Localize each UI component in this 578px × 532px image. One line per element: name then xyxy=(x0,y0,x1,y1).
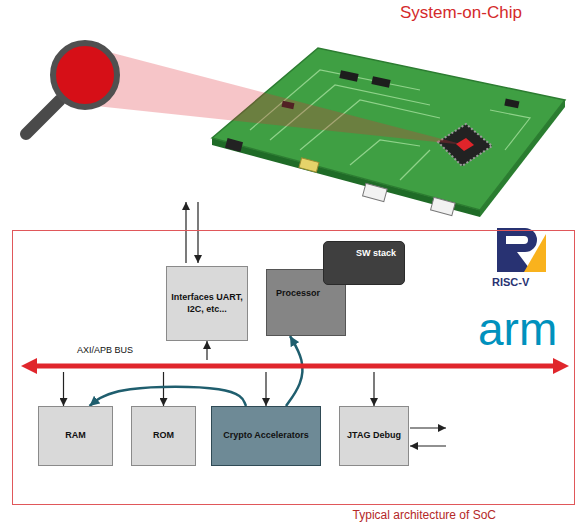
text-holder: AXI/APB BUS xyxy=(75,345,135,356)
debug-arrow xyxy=(410,445,446,446)
software-stack-box: SW stack xyxy=(323,241,405,285)
memory-box: ROM xyxy=(131,406,196,466)
bus-connection xyxy=(163,372,164,406)
box-label: RAM xyxy=(65,430,86,441)
text-holder: ROM xyxy=(132,407,195,465)
magnifier-lens xyxy=(53,43,117,107)
bus-head xyxy=(553,358,569,374)
bus-connection xyxy=(265,372,266,406)
bus-head xyxy=(21,358,37,374)
pcb-connectors xyxy=(225,138,455,216)
riscv-logo xyxy=(506,236,528,244)
text-holder: SW stack xyxy=(324,242,404,284)
box-label: Crypto Accelerators xyxy=(223,430,309,441)
box-label: AXI/APB BUS xyxy=(75,345,135,356)
box-label: Typical architecture of SoC xyxy=(353,508,496,523)
memory-box: RAM xyxy=(38,406,113,466)
pcb-components xyxy=(282,70,520,109)
logo-text: arm xyxy=(478,306,557,352)
text-holder: Interfaces UART, I2C, etc... xyxy=(167,267,247,340)
system-bus: AXI/APB BUS xyxy=(21,360,569,372)
io-arrow xyxy=(197,202,198,263)
bus-connection xyxy=(63,372,64,406)
bus-line xyxy=(33,364,557,369)
text-holder: JTAG Debug xyxy=(340,407,408,465)
chip-callout: System-on-Chip xyxy=(400,4,522,21)
chip-highlight xyxy=(456,138,474,151)
magnifier-beam xyxy=(78,44,465,145)
box-label: JTAG Debug xyxy=(347,430,401,441)
soc-boundary: Typical architecture of SoCInterfaces UA… xyxy=(12,230,575,505)
riscv-logo xyxy=(524,234,546,272)
bus-connection xyxy=(206,341,207,360)
box-label: SW stack xyxy=(356,248,396,259)
data-path xyxy=(90,387,247,406)
interface-box: Interfaces UART, I2C, etc... xyxy=(166,266,248,341)
bus-connection xyxy=(373,372,374,406)
accelerator-box: Crypto Accelerators xyxy=(211,406,321,466)
box-label: Interfaces UART, I2C, etc... xyxy=(171,292,243,315)
debug-box: JTAG Debug xyxy=(339,406,409,466)
debug-arrow xyxy=(410,427,446,428)
box-label: ROM xyxy=(153,430,174,441)
bus-arrow xyxy=(21,360,569,372)
io-arrow xyxy=(185,202,186,263)
text-holder: Typical architecture of SoC xyxy=(353,508,496,523)
data-path xyxy=(286,336,302,406)
box-label: Processor xyxy=(276,288,320,299)
text-holder: Crypto Accelerators xyxy=(212,407,320,465)
logo-text: RISC-V xyxy=(492,277,529,288)
magnifier-handle xyxy=(26,100,60,134)
text-holder: RAM xyxy=(39,407,112,465)
